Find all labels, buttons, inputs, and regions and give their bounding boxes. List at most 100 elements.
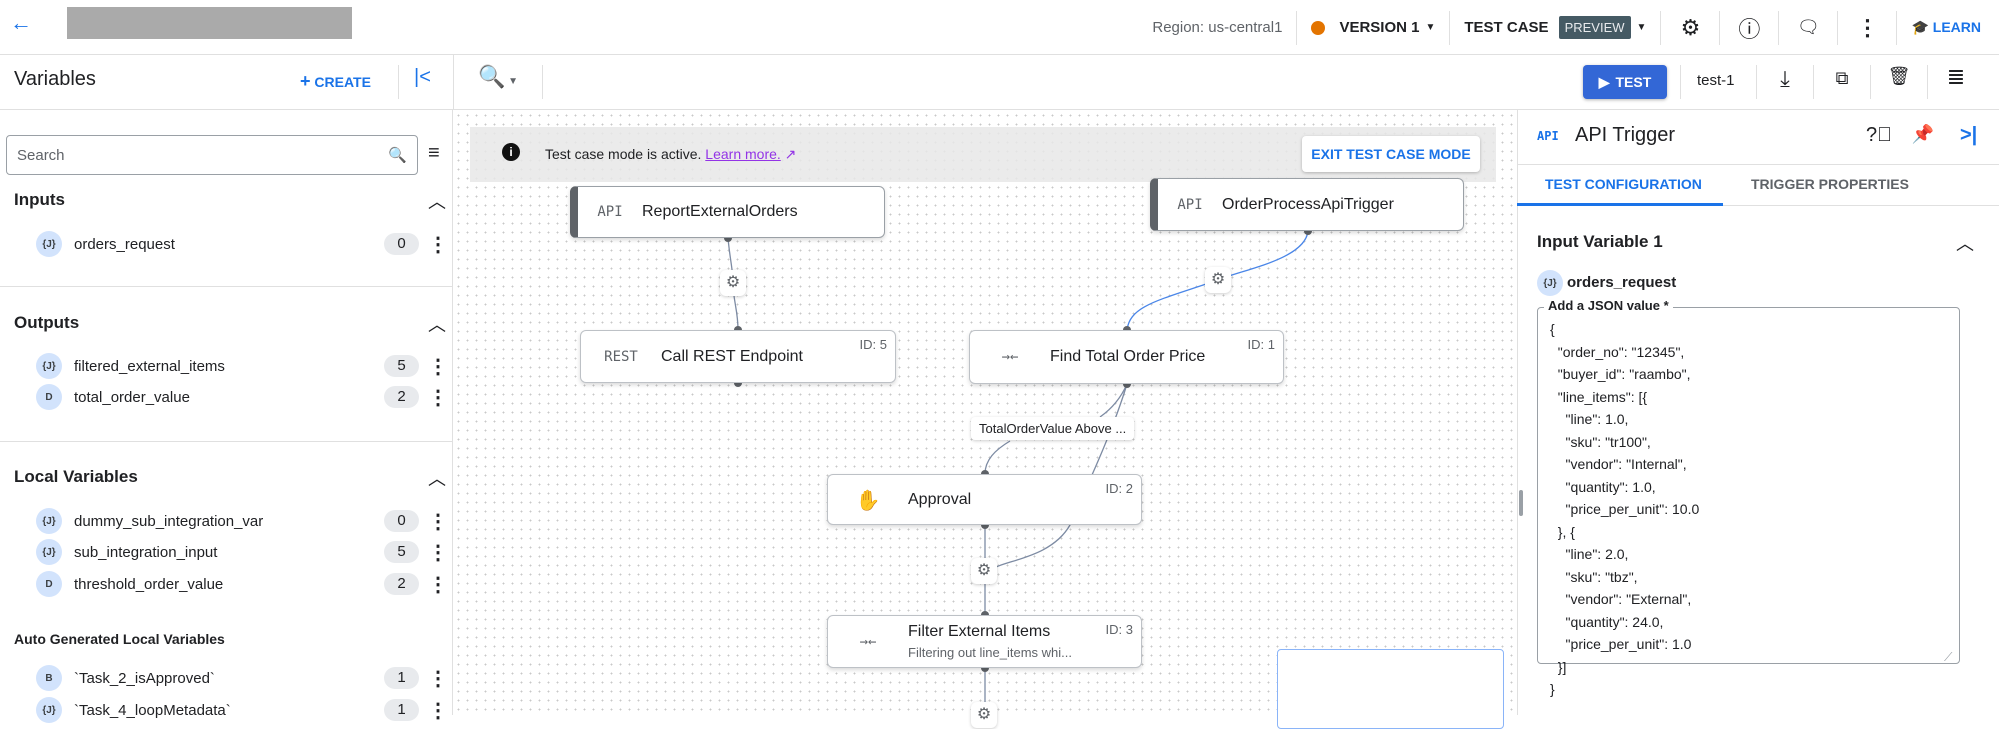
divider <box>0 441 453 442</box>
more-vert-icon[interactable]: ⋮ <box>428 510 448 533</box>
redacted-title <box>67 7 352 39</box>
variable-type-icon: {J} <box>36 231 62 257</box>
external-link-icon: ↗ <box>784 146 797 162</box>
node-title: OrderProcessApiTrigger <box>1222 195 1394 213</box>
edge-condition-label[interactable]: TotalOrderValue Above ... <box>971 417 1135 440</box>
variable-item[interactable]: {J} orders_request 0 ⋮ <box>36 231 454 257</box>
json-line: "sku": "tr100", <box>1550 433 1651 450</box>
json-line: "vendor": "Internal", <box>1550 456 1687 472</box>
variable-type-icon: {J} <box>36 508 62 534</box>
create-label: CREATE <box>314 74 371 90</box>
edge-condition-gear-icon[interactable]: ⚙ <box>971 558 997 584</box>
pin-icon[interactable]: 📌 <box>1911 124 1935 144</box>
edge-condition-gear-icon[interactable]: ⚙ <box>1205 267 1231 293</box>
delete-icon[interactable]: 🗑 <box>1887 66 1911 86</box>
variable-item[interactable]: {J} filtered_external_items 5 ⋮ <box>36 353 454 379</box>
more-vert-icon[interactable]: ⋮ <box>428 386 448 409</box>
learn-button[interactable]: 🎓 LEARN <box>1911 19 1981 36</box>
plus-icon: + <box>300 71 311 91</box>
node-title: Find Total Order Price <box>1050 348 1206 365</box>
test-case-dropdown[interactable]: TEST CASE PREVIEW▼ <box>1464 16 1646 39</box>
minimap[interactable] <box>1277 649 1504 729</box>
usage-count-badge: 2 <box>384 573 419 595</box>
collapse-panel-icon[interactable]: |< <box>414 66 431 88</box>
section-title: Local Variables <box>14 467 138 486</box>
variable-item[interactable]: {J} sub_integration_input 5 ⋮ <box>36 539 454 565</box>
json-line: }, { <box>1550 523 1575 540</box>
node-order-process-api-trigger[interactable]: API OrderProcessApiTrigger <box>1150 178 1464 231</box>
variable-item[interactable]: D threshold_order_value 2 ⋮ <box>36 571 454 597</box>
api-icon: API <box>597 204 623 220</box>
usage-count-badge: 0 <box>384 233 419 255</box>
test-button[interactable]: ▶TEST <box>1583 65 1667 99</box>
section-title: Inputs <box>14 190 65 209</box>
download-icon[interactable]: ⤓ <box>1780 66 1790 91</box>
chevron-up-icon[interactable]: ︿ <box>1956 234 1974 254</box>
more-vert-icon[interactable]: ⋮ <box>1856 14 1879 40</box>
json-field-label: Add a JSON value * <box>1544 298 1673 313</box>
section-title: Outputs <box>14 313 80 332</box>
sort-filter-icon[interactable]: ≡ <box>428 142 440 164</box>
json-line: "line": 1.0, <box>1550 411 1629 427</box>
json-value-textarea[interactable]: { "order_no": "12345", "buyer_id": "raam… <box>1537 307 1960 697</box>
feedback-icon[interactable]: 🗨 <box>1797 17 1820 37</box>
play-icon: ▶ <box>1598 73 1610 90</box>
json-line: }] <box>1550 658 1567 675</box>
help-icon[interactable]: ?⃝ <box>1865 124 1893 146</box>
top-bar-actions: Region: us-central1 VERSION 1▼ TEST CASE… <box>1152 0 1981 55</box>
copy-icon[interactable]: ⧉ <box>1835 68 1849 88</box>
create-variable-button[interactable]: + CREATE <box>300 71 371 92</box>
json-line: "price_per_unit": 1.0 <box>1550 636 1692 652</box>
preview-badge: PREVIEW <box>1558 16 1631 39</box>
data-mapping-icon: →← <box>1001 349 1019 365</box>
json-line: "price_per_unit": 10.0 <box>1550 501 1700 517</box>
search-input[interactable]: Search🔍 <box>6 135 418 175</box>
more-vert-icon[interactable]: ⋮ <box>428 233 448 256</box>
api-icon: API <box>1177 196 1203 213</box>
variable-item[interactable]: B `Task_2_isApproved` 1 ⋮ <box>36 665 454 691</box>
resize-grip-icon[interactable]: ⟋ <box>1944 650 1953 664</box>
data-mapping-icon: →← <box>859 633 877 650</box>
variable-name: total_order_value <box>74 388 190 406</box>
node-subtitle: Filtering out line_items whi... <box>908 645 1073 660</box>
input-variable-title: Input Variable 1 <box>1537 232 1663 251</box>
chevron-up-icon[interactable]: ︿ <box>428 469 446 489</box>
tab-trigger-properties[interactable]: TRIGGER PROPERTIES <box>1751 176 1909 192</box>
node-id: ID: 1 <box>1247 337 1275 352</box>
panel-resize-handle[interactable] <box>1519 490 1523 516</box>
back-arrow-icon[interactable]: ← <box>10 10 32 35</box>
zoom-menu-button[interactable]: 🔍 ▼ <box>478 64 519 89</box>
more-vert-icon[interactable]: ⋮ <box>428 667 448 690</box>
hand-icon: ✋ <box>855 487 881 512</box>
tab-test-configuration[interactable]: TEST CONFIGURATION <box>1545 176 1702 192</box>
edge-condition-gear-icon[interactable]: ⚙ <box>971 702 997 728</box>
variable-item[interactable]: {J} dummy_sub_integration_var 0 ⋮ <box>36 508 454 534</box>
region-label: Region: us-central1 <box>1152 19 1283 36</box>
node-title: Approval <box>908 490 972 508</box>
node-find-total-order-price[interactable]: →← Find Total Order Price ID: 1 <box>969 330 1284 384</box>
list-icon[interactable]: ≣ <box>1946 64 1966 89</box>
version-label: VERSION 1 <box>1339 19 1420 36</box>
usage-count-badge: 5 <box>384 355 419 377</box>
more-vert-icon[interactable]: ⋮ <box>428 573 448 596</box>
rest-icon: REST <box>604 348 638 365</box>
more-vert-icon[interactable]: ⋮ <box>428 355 448 378</box>
close-panel-icon[interactable]: >| <box>1960 124 1978 146</box>
learn-more-link[interactable]: Learn more. <box>705 146 781 162</box>
edge-condition-gear-icon[interactable]: ⚙ <box>720 270 746 296</box>
variable-item[interactable]: D total_order_value 2 ⋮ <box>36 384 454 410</box>
settings-gear-icon[interactable]: ⚙ <box>1680 14 1701 40</box>
exit-test-case-mode-button[interactable]: EXIT TEST CASE MODE <box>1302 136 1480 172</box>
chevron-up-icon[interactable]: ︿ <box>428 315 446 335</box>
info-icon[interactable]: ⓘ <box>1738 16 1761 42</box>
usage-count-badge: 5 <box>384 541 419 563</box>
more-vert-icon[interactable]: ⋮ <box>428 541 448 564</box>
json-line: "quantity": 24.0, <box>1550 613 1664 630</box>
chevron-up-icon[interactable]: ︿ <box>428 192 446 212</box>
version-dropdown[interactable]: VERSION 1▼ <box>1311 19 1435 36</box>
variable-name: orders_request <box>74 235 175 253</box>
node-approval[interactable]: ✋Approval ID: 2 <box>827 474 1142 525</box>
